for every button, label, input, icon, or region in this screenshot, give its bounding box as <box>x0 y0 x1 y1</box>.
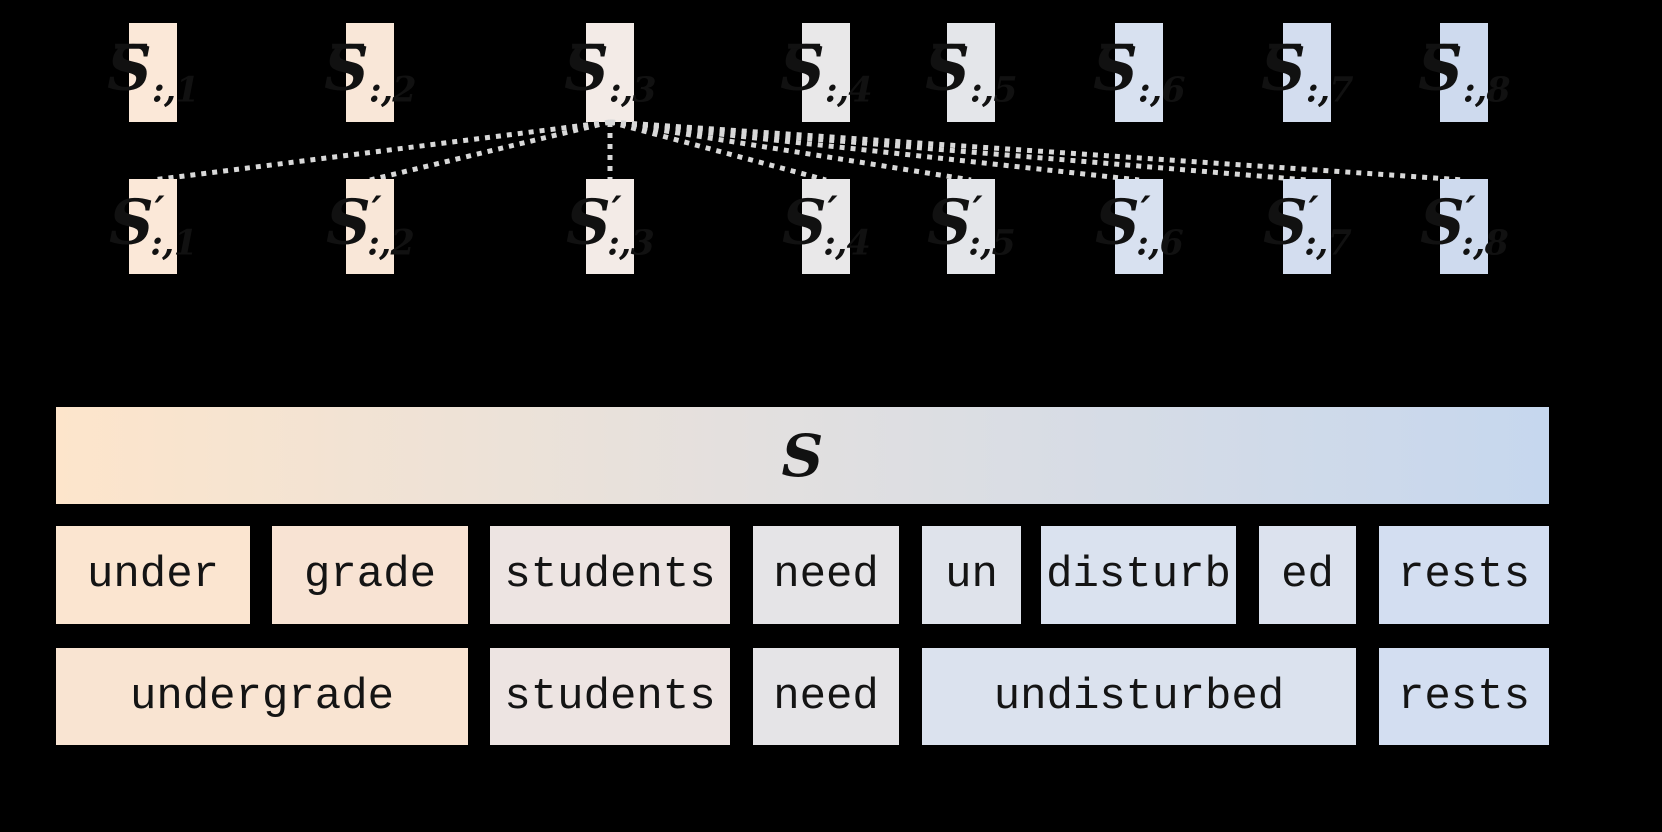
subword-token-need: need <box>753 526 899 624</box>
sbar-subscript: :,7 <box>1305 69 1354 111</box>
sprime-base: S <box>926 185 972 259</box>
sbar-column-5-label: S:,5 <box>925 37 1017 108</box>
sprime-column-6-label: S′:,6 <box>1095 189 1184 265</box>
sbar-base: S <box>1418 31 1463 105</box>
sprime-subscript: :,8 <box>1461 223 1509 265</box>
sbar-column-7-label: S:,7 <box>1261 37 1353 108</box>
sbar-column-1: S:,1 <box>107 23 200 122</box>
sbar-subscript: :,4 <box>824 69 873 111</box>
sprime-subscript: :,6 <box>1136 223 1184 265</box>
prime-mark: ′ <box>1465 189 1476 235</box>
merged-token-undisturbed: undisturbed <box>922 648 1356 745</box>
prime-mark: ′ <box>371 189 382 235</box>
merged-token-need: need <box>753 648 899 745</box>
matrix-s-bar: S <box>56 407 1549 504</box>
sbar-base: S <box>107 31 152 105</box>
sprime-column-8: S′:,8 <box>1420 179 1509 274</box>
sprime-column-3: S′:,3 <box>566 179 655 274</box>
prime-mark: ′ <box>611 189 622 235</box>
prime-mark: ′ <box>1308 189 1319 235</box>
subword-token-ed: ed <box>1259 526 1356 624</box>
sbar-column-3: S:,3 <box>564 23 657 122</box>
sprime-base: S <box>1094 185 1140 259</box>
subword-token-un: un <box>922 526 1021 624</box>
sprime-subscript: :,4 <box>823 223 871 265</box>
sprime-column-4: S′:,4 <box>782 179 871 274</box>
connector-line-1 <box>152 119 611 183</box>
sprime-base: S <box>781 185 827 259</box>
matrix-s-label: S <box>781 421 824 490</box>
sprime-column-1: S′:,1 <box>109 179 198 274</box>
sbar-base: S <box>925 31 970 105</box>
subword-token-under: under <box>56 526 250 624</box>
merged-token-students: students <box>490 648 730 745</box>
sprime-subscript: :,3 <box>607 223 655 265</box>
sprime-column-8-label: S′:,8 <box>1420 189 1509 265</box>
merged-token-undergrade: undergrade <box>56 648 468 745</box>
prime-mark: ′ <box>972 189 983 235</box>
sprime-base: S <box>565 185 611 259</box>
sbar-subscript: :,5 <box>969 69 1018 111</box>
sbar-column-8: S:,8 <box>1418 23 1511 122</box>
sprime-base: S <box>325 185 371 259</box>
sbar-column-6: S:,6 <box>1093 23 1186 122</box>
sbar-column-7: S:,7 <box>1261 23 1354 122</box>
sbar-base: S <box>324 31 369 105</box>
sprime-column-6: S′:,6 <box>1095 179 1184 274</box>
sbar-base: S <box>780 31 825 105</box>
sprime-base: S <box>1262 185 1308 259</box>
sprime-column-5-label: S′:,5 <box>927 189 1016 265</box>
prime-mark: ′ <box>154 189 165 235</box>
sbar-column-6-label: S:,6 <box>1093 37 1185 108</box>
subword-token-disturb: disturb <box>1041 526 1236 624</box>
subword-token-rests: rests <box>1379 526 1549 624</box>
connector-line-4 <box>609 119 827 183</box>
sprime-subscript: :,1 <box>150 223 198 265</box>
prime-mark: ′ <box>1140 189 1151 235</box>
sbar-subscript: :,3 <box>608 69 657 111</box>
sprime-column-2: S′:,2 <box>326 179 415 274</box>
sprime-column-1-label: S′:,1 <box>109 189 198 265</box>
sbar-column-2-label: S:,2 <box>324 37 416 108</box>
sbar-column-3-label: S:,3 <box>564 37 656 108</box>
sbar-column-2: S:,2 <box>324 23 417 122</box>
sbar-column-4: S:,4 <box>780 23 873 122</box>
sprime-subscript: :,2 <box>367 223 415 265</box>
subword-token-students: students <box>490 526 730 624</box>
sbar-column-1-label: S:,1 <box>107 37 199 108</box>
sbar-base: S <box>1093 31 1138 105</box>
sprime-column-5: S′:,5 <box>927 179 1016 274</box>
connector-line-2 <box>369 119 611 183</box>
sbar-base: S <box>564 31 609 105</box>
subword-token-grade: grade <box>272 526 468 624</box>
sprime-column-7: S′:,7 <box>1263 179 1352 274</box>
sbar-subscript: :,6 <box>1137 69 1186 111</box>
sprime-base: S <box>108 185 154 259</box>
sbar-base: S <box>1261 31 1306 105</box>
sprime-column-2-label: S′:,2 <box>326 189 415 265</box>
sprime-subscript: :,7 <box>1304 223 1352 265</box>
sprime-subscript: :,5 <box>968 223 1016 265</box>
sbar-subscript: :,2 <box>368 69 417 111</box>
prime-mark: ′ <box>827 189 838 235</box>
sprime-base: S <box>1419 185 1465 259</box>
sprime-column-3-label: S′:,3 <box>566 189 655 265</box>
connector-line-7 <box>609 119 1308 183</box>
merged-token-rests: rests <box>1379 648 1549 745</box>
sprime-column-4-label: S′:,4 <box>782 189 871 265</box>
sbar-column-5: S:,5 <box>925 23 1018 122</box>
sbar-column-4-label: S:,4 <box>780 37 872 108</box>
sbar-subscript: :,1 <box>151 69 200 111</box>
sbar-subscript: :,8 <box>1462 69 1511 111</box>
sbar-column-8-label: S:,8 <box>1418 37 1510 108</box>
sprime-column-7-label: S′:,7 <box>1263 189 1352 265</box>
